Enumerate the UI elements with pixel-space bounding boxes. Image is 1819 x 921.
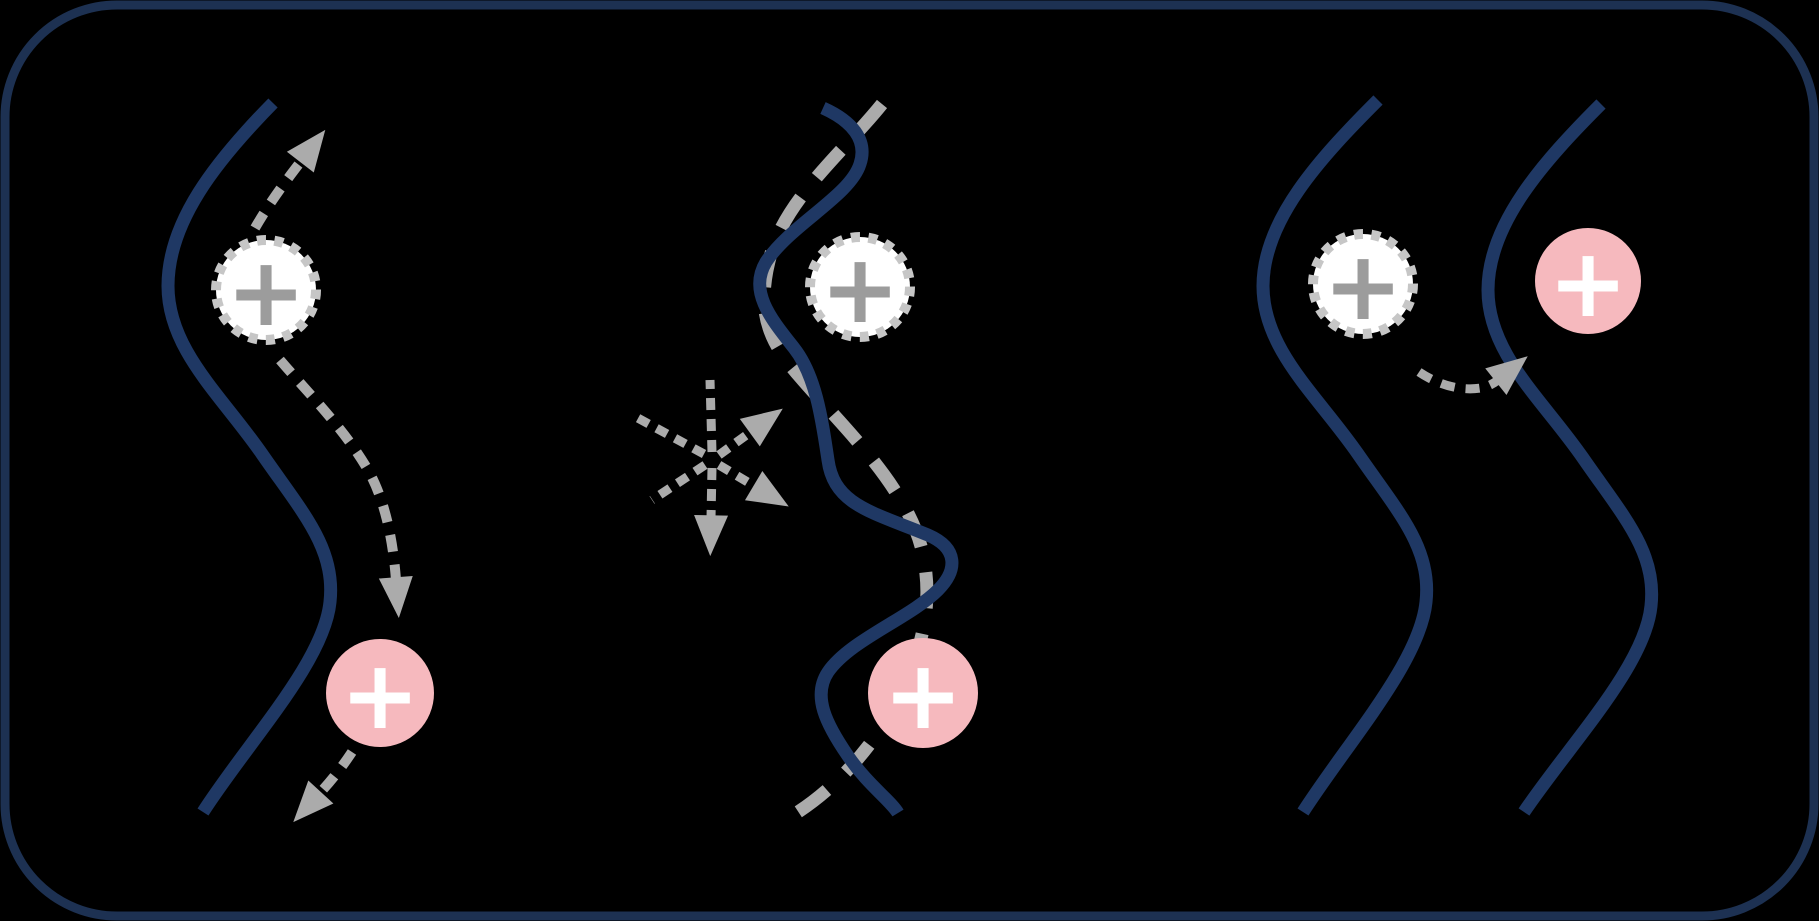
reference-field-line-dashed [757, 99, 934, 818]
scatter-arrow-down [694, 467, 729, 557]
plus-icon: + [1548, 229, 1628, 339]
ghost-ion: + [1308, 229, 1418, 342]
panel-left: + + [161, 98, 434, 823]
ion: + [326, 639, 434, 751]
scatter-star [631, 379, 789, 557]
ion: + [868, 638, 978, 751]
scatter-arrow-down-right [716, 461, 789, 507]
panel-middle: + + [631, 99, 978, 818]
field-line-wandering [753, 102, 959, 817]
field-line-b [1481, 99, 1659, 816]
field-line-a [1256, 95, 1434, 816]
ion-circle [1535, 228, 1641, 334]
ion-circle [868, 638, 978, 748]
plus-icon: + [340, 641, 420, 751]
ghost-ion: + [211, 235, 321, 348]
ghost-ion-circle [211, 235, 321, 345]
scatter-spoke-up-left [631, 412, 707, 458]
trajectory-arrow-exit [293, 749, 357, 823]
scatter-spoke-down-left [649, 461, 708, 504]
ion-circle [326, 639, 434, 747]
plus-icon: + [820, 235, 900, 345]
ion: + [1535, 228, 1641, 339]
ghost-ion: + [805, 232, 915, 345]
ghost-ion-circle [1308, 229, 1418, 339]
ghost-ion-circle [805, 232, 915, 342]
trajectory-arrow-up [250, 129, 326, 231]
field-line [161, 98, 338, 816]
scatter-arrow-up-right [716, 408, 783, 459]
plus-icon: + [883, 641, 963, 751]
scatter-spoke-up [705, 379, 717, 453]
trajectory-arrow-down [276, 356, 413, 618]
plus-icon: + [1323, 232, 1403, 342]
jump-arrow [1416, 356, 1528, 395]
panel-right: + + [1256, 95, 1659, 816]
plus-icon: + [226, 238, 306, 348]
